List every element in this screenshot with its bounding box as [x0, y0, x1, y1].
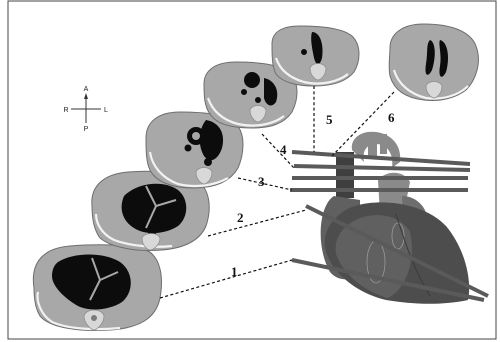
slice-3-atrium-inner: [192, 132, 200, 140]
cut-plane-5: [294, 166, 470, 170]
slice-4-vessel-b: [255, 97, 261, 103]
compass-left-label: L: [104, 107, 108, 114]
compass-anterior-label: A: [84, 86, 89, 93]
leader-line-4: [262, 134, 294, 168]
slice-4-aorta: [244, 72, 260, 88]
slice-3-vessel: [185, 145, 192, 152]
brachiocephalic-trunk: [368, 136, 377, 158]
level-label-2: 2: [237, 210, 244, 225]
level-label-4: 4: [280, 142, 287, 157]
cross-section-slice-6: [389, 24, 478, 101]
left-carotid-artery: [380, 134, 387, 154]
level-label-3: 3: [258, 174, 265, 189]
leader-line-1: [160, 260, 292, 298]
compass-anterior-arrow-icon: [84, 93, 88, 99]
slice-5-vessel: [301, 49, 307, 55]
compass-right-label: R: [63, 107, 68, 114]
cross-section-slice-5: [272, 26, 359, 86]
slice-4-vessel-a: [241, 89, 247, 95]
slice-1-vertebral-canal: [91, 315, 97, 321]
orientation-compass: A P R L: [63, 86, 108, 133]
level-label-1: 1: [231, 264, 238, 279]
leader-line-3: [238, 178, 292, 190]
compass-posterior-label: P: [84, 126, 89, 133]
level-label-5: 5: [326, 112, 333, 127]
cross-section-slice-1: [33, 245, 161, 331]
slice-3-aorta: [204, 158, 212, 166]
leader-line-2: [208, 210, 306, 236]
level-label-6: 6: [388, 110, 395, 125]
